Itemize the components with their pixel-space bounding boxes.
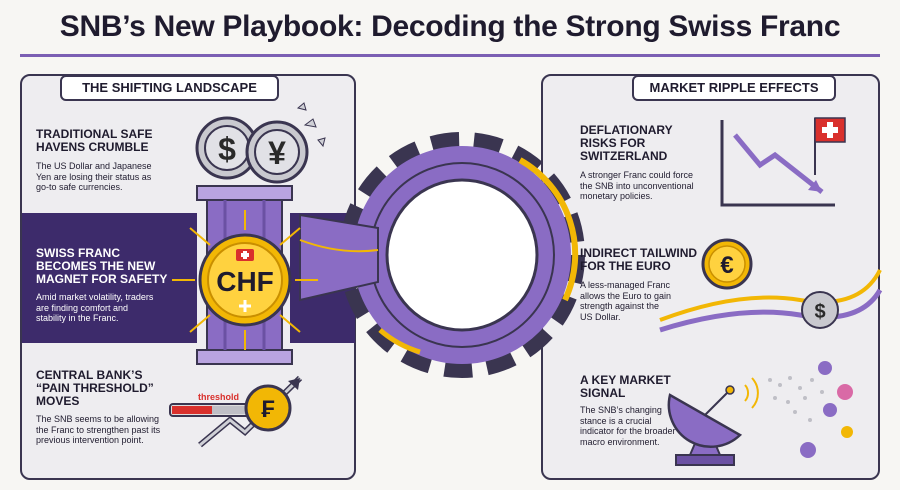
yen-coin-icon (245, 120, 309, 184)
euro-symbol: € (720, 252, 733, 279)
tab-shifting-landscape: THE SHIFTING LANDSCAPE (60, 75, 279, 101)
silver-dollar-symbol: $ (814, 301, 825, 323)
currency-bubbles (800, 361, 853, 458)
gear-icon (339, 132, 585, 378)
glow-rays (172, 210, 318, 350)
euro-coin-icon (701, 238, 753, 290)
declining-chart-icon (720, 120, 835, 207)
threshold-label: threshold (198, 392, 239, 402)
coin-shards (296, 102, 326, 148)
franc-symbol: ₣ (261, 396, 274, 423)
tab-market-ripple-effects: MARKET RIPPLE EFFECTS (632, 75, 836, 101)
title-underline (20, 54, 880, 57)
left-highlight-band (22, 213, 197, 343)
euro-wave (659, 269, 882, 322)
silver-dollar-coin-icon (801, 291, 839, 329)
satellite-dish-icon (667, 377, 759, 466)
gear-arm (299, 213, 379, 302)
swiss-flag-icon (814, 117, 846, 175)
pain-threshold-heading: CENTRAL BANK’S“PAIN THRESHOLD”MOVES (36, 368, 154, 408)
dollar-symbol: $ (218, 131, 236, 167)
chf-label: CHF (216, 266, 274, 297)
franc-coin-icon (244, 384, 292, 432)
world-map-dots (768, 376, 824, 422)
chf-coin-icon (198, 233, 292, 327)
page-title: SNB’s New Playbook: Decoding the Strong … (59, 10, 841, 43)
yen-symbol: ¥ (268, 135, 286, 171)
energy-swirl (299, 239, 379, 253)
